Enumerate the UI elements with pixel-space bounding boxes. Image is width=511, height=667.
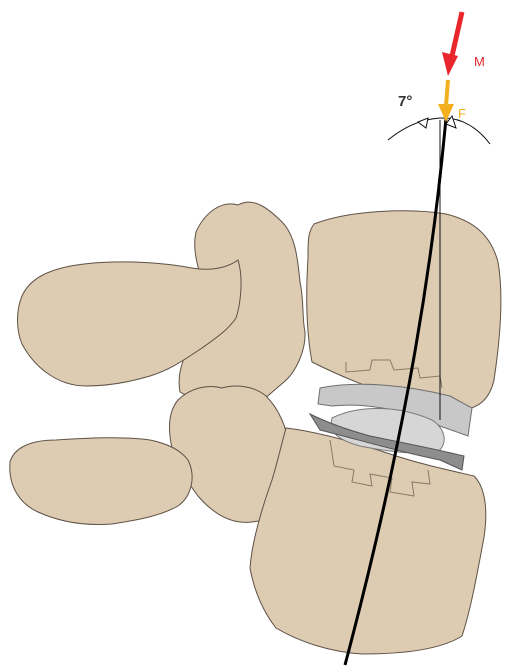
angle-arc [388,118,490,144]
angle-label: 7° [398,93,412,110]
moment-arrow: M [442,12,485,76]
triangle-marker-icon-left [418,118,428,128]
posterior-elements [10,202,305,524]
red-arrow-head [442,52,458,76]
lower-spinous-process [10,438,192,525]
moment-label: M [474,54,485,69]
orange-arrow-icon [446,80,448,106]
force-label: F [458,106,466,121]
upper-vertebral-body [307,211,501,410]
red-arrow-icon [452,12,462,56]
